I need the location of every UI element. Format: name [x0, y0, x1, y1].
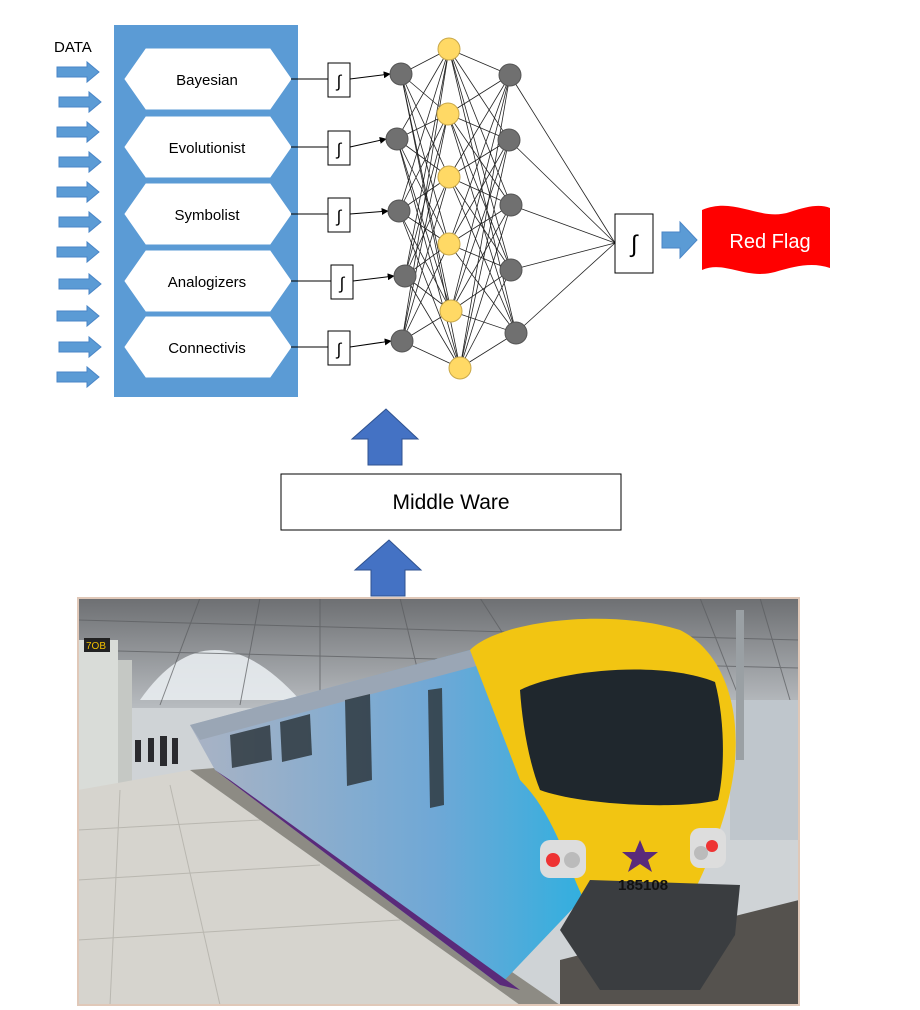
middleware-label: Middle Ware [392, 491, 509, 514]
network-node-gray [387, 199, 411, 223]
middleware-box [280, 473, 622, 531]
data-input-arrow [56, 180, 100, 204]
network-node-gray [498, 63, 522, 87]
network-node-yellow [439, 299, 463, 323]
data-input-arrow [56, 365, 100, 389]
up-arrow-top [350, 408, 420, 466]
data-input-arrow [56, 240, 100, 264]
network-node-gray [389, 62, 413, 86]
tribe-label: Bayesian [176, 72, 238, 89]
network-node-gray [499, 258, 523, 282]
integral-symbol: ∫ [336, 207, 343, 226]
network-node-yellow [437, 37, 461, 61]
train-photo: 7OB [78, 598, 799, 1005]
neural-network [385, 37, 616, 380]
output-integral-symbol: ∫ [629, 231, 639, 258]
network-node-yellow [437, 165, 461, 189]
train-number: 185108 [618, 877, 668, 894]
red-flag-label: Red Flag [729, 231, 810, 253]
network-node-gray [385, 127, 409, 151]
network-node-gray [499, 193, 523, 217]
output-integral-box [614, 213, 654, 274]
integral-box [327, 62, 351, 98]
data-input-arrow [58, 335, 102, 359]
data-input-arrow [58, 90, 102, 114]
network-node-gray [390, 329, 414, 353]
platform-sign: 7OB [86, 641, 106, 652]
network-node-gray [497, 128, 521, 152]
data-input-arrow [56, 304, 100, 328]
train-photo-border [77, 597, 800, 1006]
data-input-arrow [58, 272, 102, 296]
integral-symbol: ∫ [339, 274, 346, 293]
red-flag-shape [702, 205, 830, 274]
integral-symbol: ∫ [336, 72, 343, 91]
integral-box [330, 264, 354, 300]
up-arrow-bottom [353, 539, 423, 597]
data-input-arrows [56, 60, 102, 389]
output-arrow [661, 220, 698, 260]
data-input-arrow [58, 210, 102, 234]
network-node-yellow [436, 102, 460, 126]
data-input-arrow [56, 60, 100, 84]
integral-box [327, 130, 351, 166]
tribe-label: Symbolist [174, 207, 240, 224]
tribe-label: Evolutionist [169, 140, 247, 157]
data-input-arrow [58, 150, 102, 174]
integral-box [327, 330, 351, 366]
network-node-gray [504, 321, 528, 345]
data-input-arrow [56, 120, 100, 144]
tribe-list: Bayesian ∫ Evolutionist ∫ Symbolist ∫ Analogiz… [124, 48, 395, 378]
network-node-yellow [448, 356, 472, 380]
tribe-label: Connectivis [168, 340, 246, 357]
network-node-yellow [437, 232, 461, 256]
network-node-gray [393, 264, 417, 288]
data-label: DATA [54, 39, 92, 56]
integral-symbol: ∫ [336, 340, 343, 359]
tribe-label: Analogizers [168, 274, 246, 291]
integral-box [327, 197, 351, 233]
integral-symbol: ∫ [336, 140, 343, 159]
